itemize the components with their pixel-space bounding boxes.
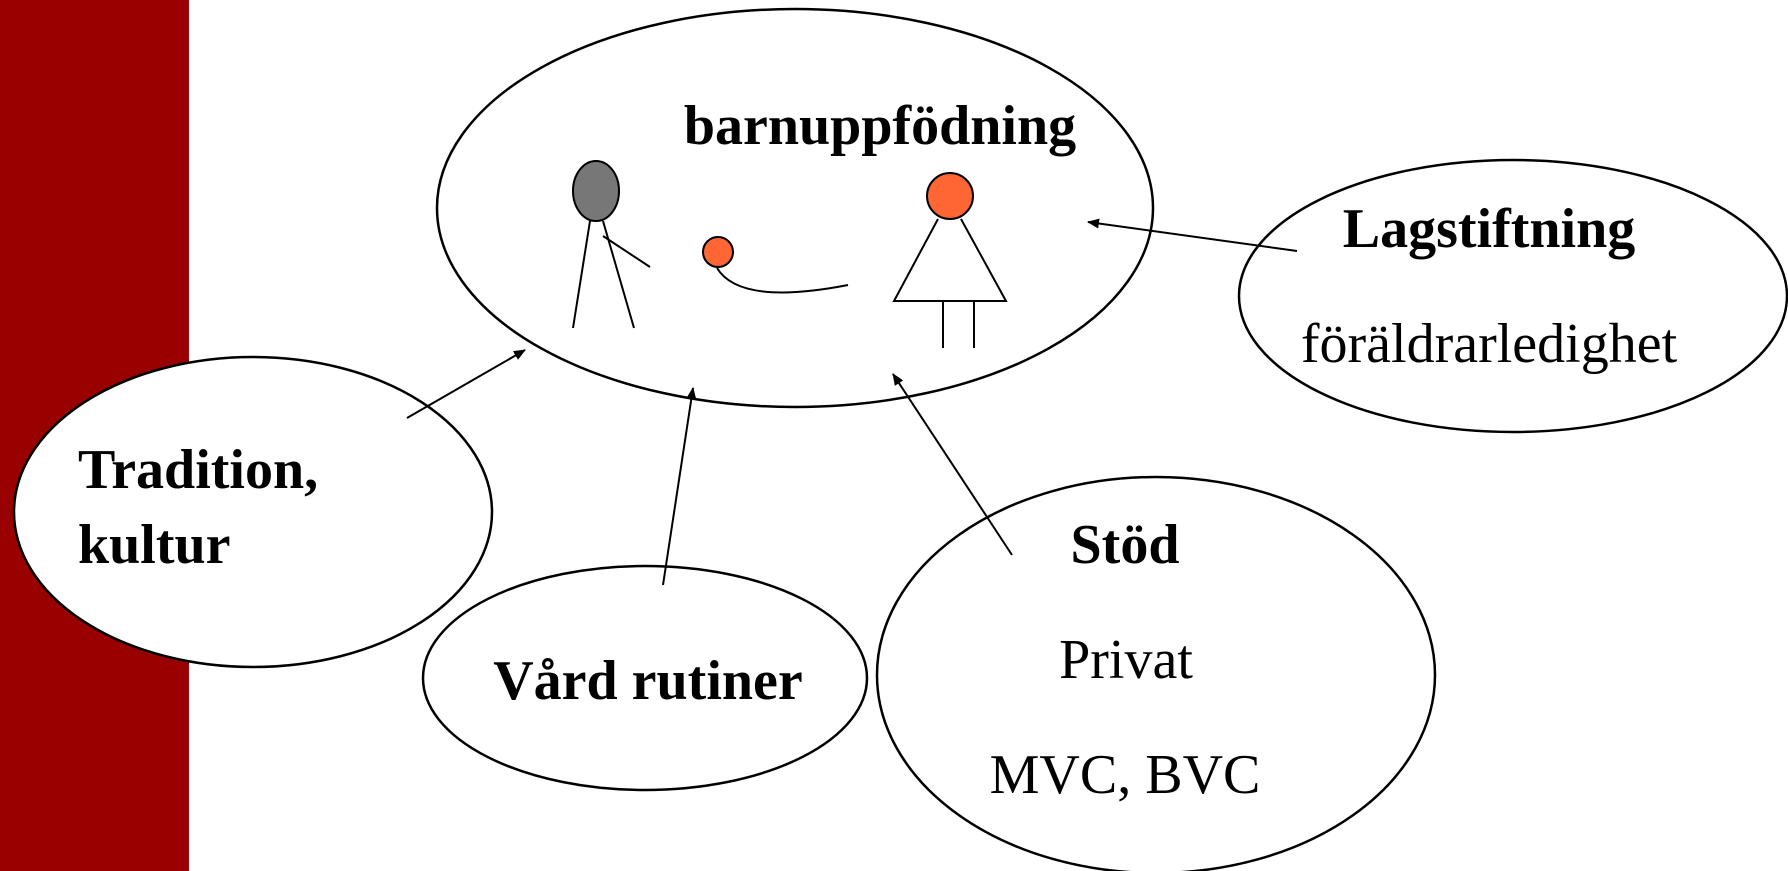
- tradition-line2: kultur: [78, 514, 231, 576]
- vard-title: Vård rutiner: [493, 650, 803, 712]
- tradition-ellipse: [12, 355, 494, 669]
- father-head: [572, 160, 620, 222]
- vard-node: Vård rutiner: [421, 564, 869, 792]
- arrow-vard-to-center: [662, 387, 697, 586]
- stod-ellipse: [875, 475, 1437, 871]
- arrow-stod-to-center: [892, 373, 1013, 556]
- stod-line1: Privat: [1059, 629, 1193, 691]
- lagstiftning-ellipse: [1237, 158, 1788, 434]
- mother-head: [926, 172, 974, 220]
- stod-node: Stöd Privat MVC, BVC: [875, 475, 1437, 871]
- child-figure-icon: [702, 236, 849, 294]
- lagstiftning-line1: föräldrarledighet: [1301, 313, 1678, 375]
- center-title: barnuppfödning: [684, 95, 1076, 157]
- center-node: barnuppfödning: [435, 7, 1155, 409]
- arrow-lagstiftning-to-center: [1087, 218, 1298, 252]
- mother-figure-icon: [892, 172, 1008, 348]
- lagstiftning-title: Lagstiftning: [1343, 198, 1636, 260]
- center-ellipse: [435, 7, 1155, 409]
- tradition-node: Tradition, kultur: [12, 355, 494, 669]
- child-head: [702, 236, 734, 268]
- stod-title: Stöd: [1071, 514, 1180, 576]
- stod-line2: MVC, BVC: [990, 744, 1261, 806]
- father-figure-icon: [572, 160, 651, 329]
- tradition-line1: Tradition,: [78, 439, 318, 501]
- lagstiftning-node: Lagstiftning föräldrarledighet: [1237, 158, 1788, 434]
- vard-ellipse: [421, 564, 869, 792]
- arrow-tradition-to-center: [406, 349, 526, 419]
